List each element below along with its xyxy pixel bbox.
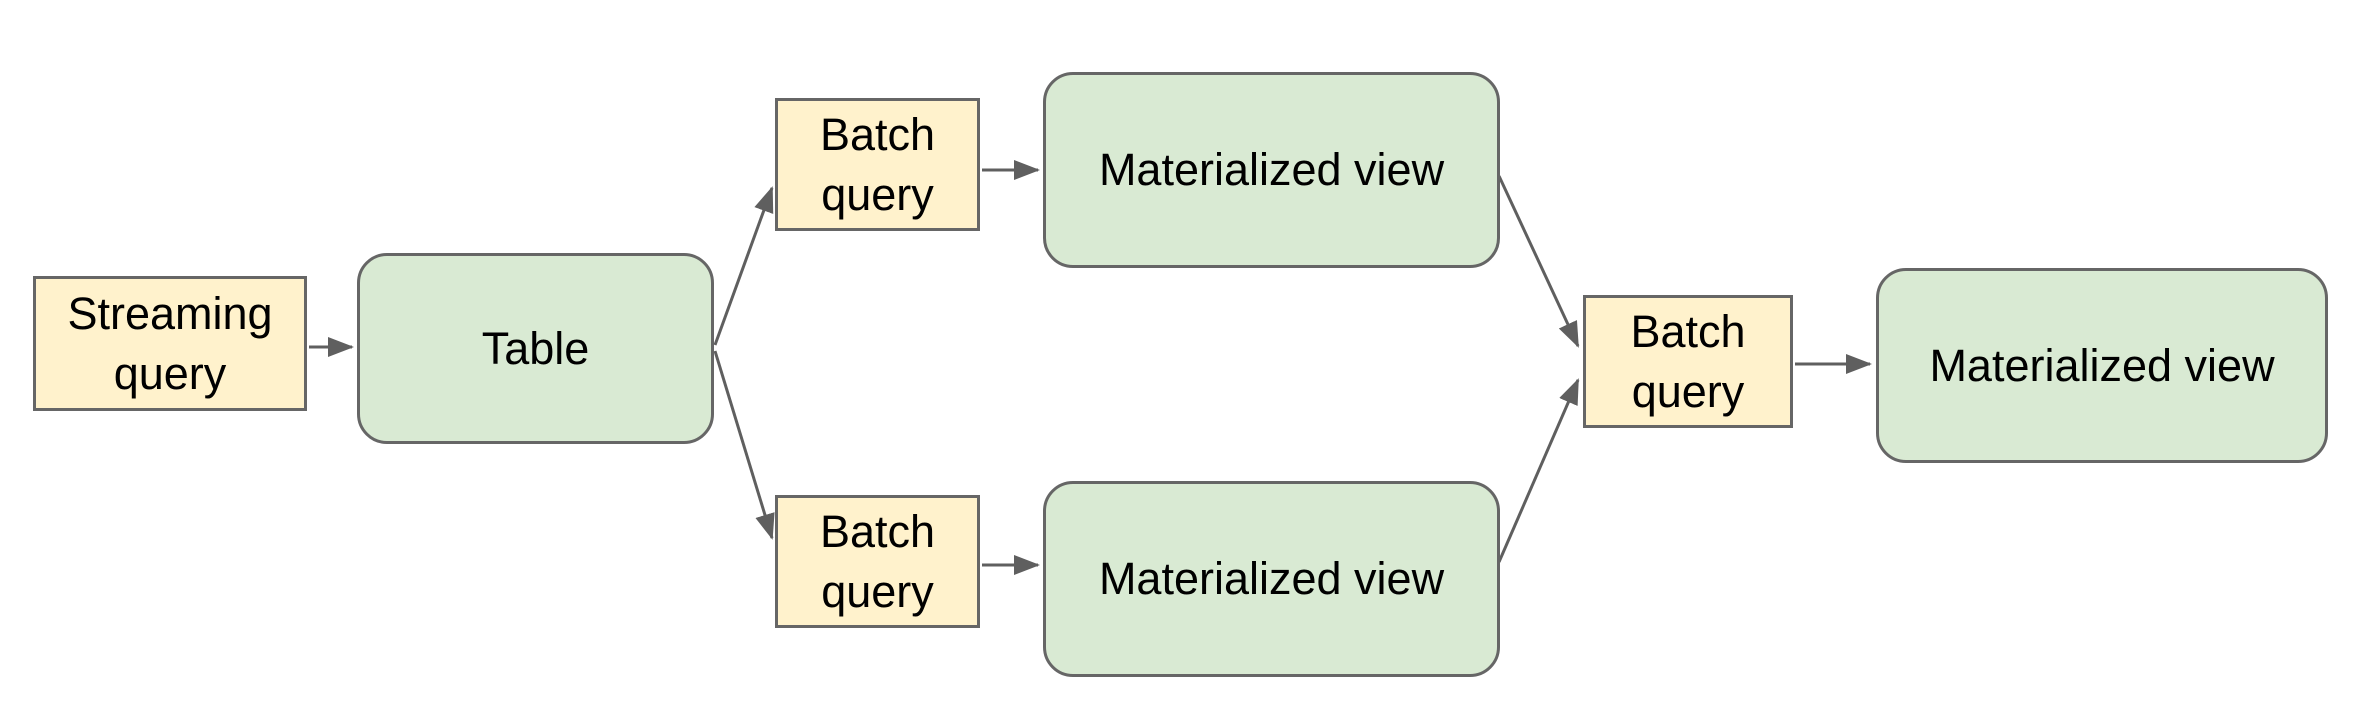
node-table-label: Table (481, 322, 590, 374)
node-batch-query-right-label: Batch query (1630, 306, 1746, 417)
edge-materialized-view-bottom-to-batch-query-right (1497, 378, 1580, 563)
edge-table-to-batch-query-top (713, 186, 774, 346)
node-batch-query-top: Batch query (775, 98, 980, 231)
node-materialized-view-top: Materialized view (1043, 72, 1500, 268)
node-materialized-view-top-label: Materialized view (1098, 144, 1445, 196)
node-batch-query-right: Batch query (1583, 295, 1793, 428)
node-materialized-view-bottom-label: Materialized view (1098, 553, 1445, 605)
node-materialized-view-right-label: Materialized view (1929, 339, 2275, 391)
node-streaming-query-label: Streaming query (67, 288, 273, 399)
edge-materialized-view-top-to-batch-query-right (1497, 175, 1580, 348)
node-batch-query-bottom-label: Batch query (819, 506, 936, 617)
node-materialized-view-bottom: Materialized view (1043, 481, 1500, 677)
node-batch-query-bottom: Batch query (775, 495, 980, 628)
node-table: Table (357, 253, 714, 444)
edge-table-to-batch-query-bottom (713, 350, 775, 540)
node-streaming-query: Streaming query (33, 276, 307, 411)
node-batch-query-top-label: Batch query (819, 109, 936, 220)
node-materialized-view-right: Materialized view (1876, 268, 2328, 463)
